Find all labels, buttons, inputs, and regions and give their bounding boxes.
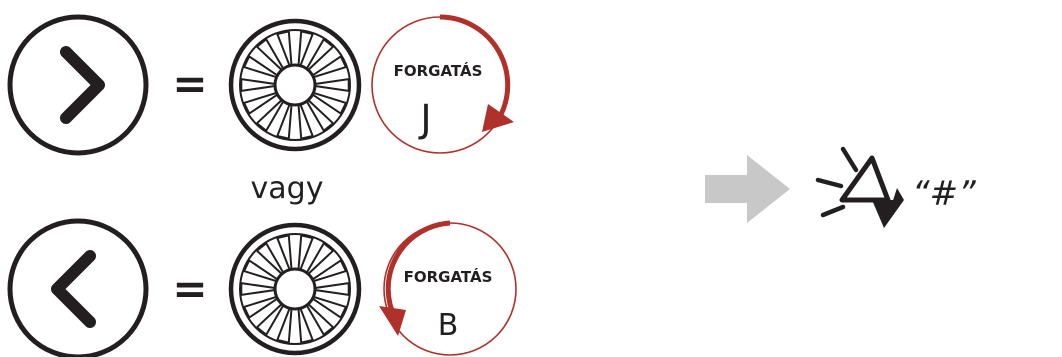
jog-dial-icon — [228, 222, 362, 356]
rotate-label: FORGATÁS — [394, 61, 483, 80]
dial-spoke — [243, 295, 279, 319]
bottom-row: = FORGATÁS B — [7, 218, 517, 357]
direction-letter: B — [438, 308, 459, 343]
dial-hub — [273, 63, 317, 107]
dial-spoke — [240, 78, 276, 92]
rotate-label: FORGATÁS — [404, 267, 493, 286]
dial-spoke — [243, 259, 279, 283]
right-arrow-icon — [705, 155, 790, 223]
dial-spoke — [311, 91, 347, 115]
top-row: = FORGATÁS J — [7, 14, 514, 156]
dial-spoke — [243, 55, 279, 79]
or-text: vagy — [251, 171, 324, 206]
equals-sign: = — [172, 264, 207, 313]
chevron-right-icon — [60, 46, 105, 124]
jog-dial-icon — [228, 18, 362, 152]
direction-letter: J — [418, 97, 431, 141]
rotate-counterclockwise-arrow-icon — [385, 220, 451, 320]
dial-spoke — [314, 78, 350, 92]
arrowhead-ccw — [379, 306, 406, 336]
dial-spoke — [311, 295, 347, 319]
previous-button — [7, 218, 149, 357]
speaker-icon — [815, 146, 904, 228]
arrowhead-cw — [482, 104, 514, 132]
chevron-left-icon — [51, 250, 96, 328]
rotate-cw-indicator: FORGATÁS J — [371, 14, 514, 154]
dial-spoke — [311, 55, 347, 79]
dial-spoke — [311, 259, 347, 283]
dial-spoke — [243, 91, 279, 115]
dial-hub — [273, 267, 317, 311]
equals-sign: = — [172, 59, 207, 108]
dial-spoke — [314, 282, 350, 296]
rotate-ccw-indicator: FORGATÁS B — [379, 220, 517, 356]
dial-spoke — [240, 282, 276, 296]
voice-prompt: “#” — [912, 174, 976, 214]
next-button — [7, 14, 149, 156]
rotate-clockwise-arrow-icon — [439, 14, 511, 122]
